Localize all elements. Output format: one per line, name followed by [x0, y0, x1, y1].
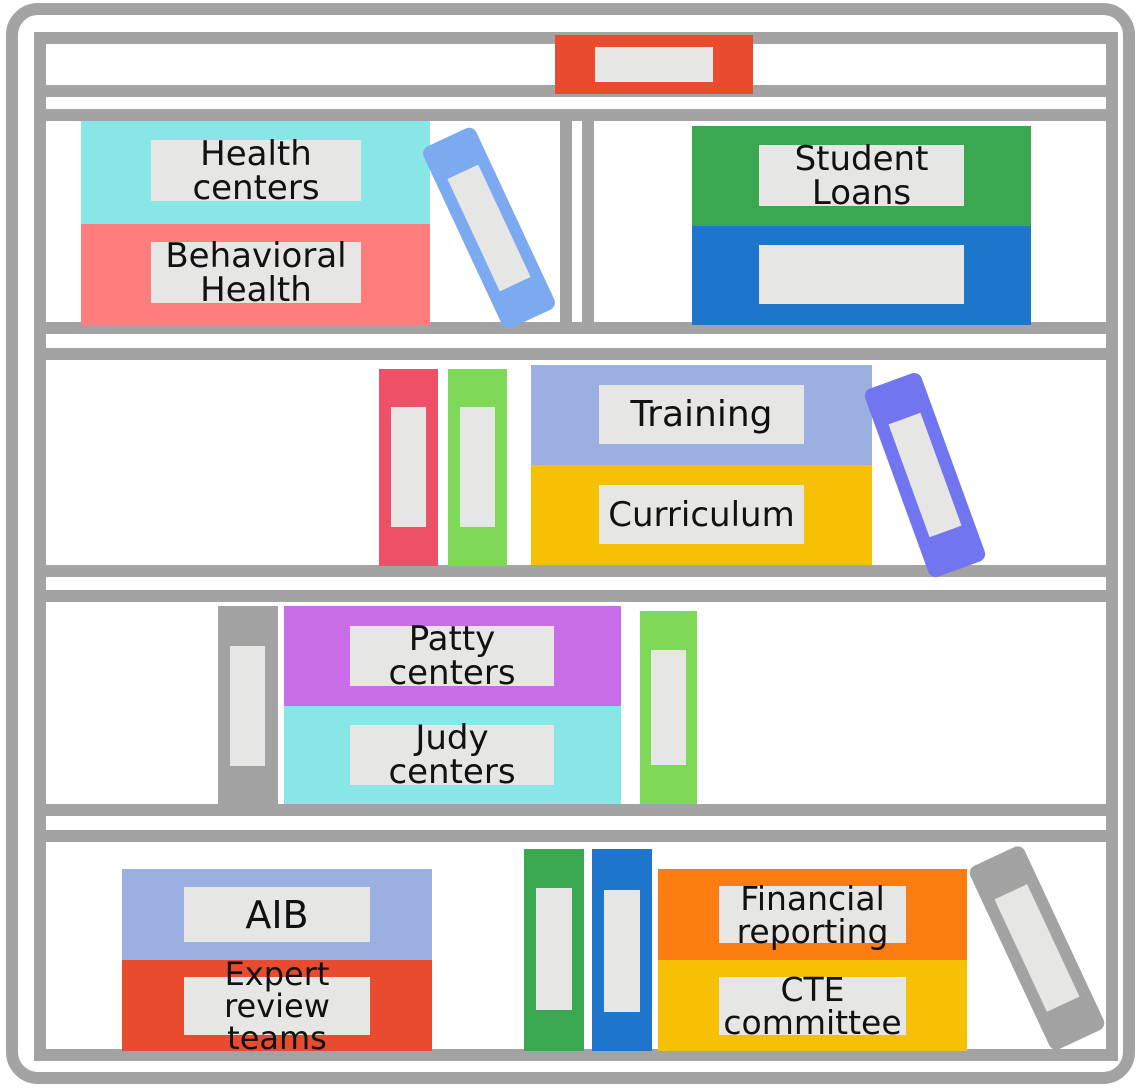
label-health-centers: Health centers [151, 137, 361, 205]
binder-leaning-gray [969, 846, 1105, 1050]
shelf-divider-right [582, 115, 594, 328]
label-financial-reporting: Financial reporting [719, 882, 906, 948]
label-behavioral-health: Behavioral Health [151, 239, 361, 307]
binder-pink-spine-label [391, 407, 426, 527]
shelf-boards [40, 85, 1112, 842]
shelf-board-4b [40, 830, 1112, 842]
binder-green-spine-row3-label [651, 650, 686, 765]
binder-top-red-label [595, 47, 713, 82]
binder-gray-spine-label [230, 646, 265, 766]
label-curriculum: Curriculum [599, 485, 804, 544]
binder-leaning-purple-label [888, 412, 962, 538]
binder-blue-spine-bottom-label [604, 890, 640, 1012]
shelf-outer-frame [6, 3, 1135, 1084]
binder-leaning-gray-label [994, 884, 1080, 1012]
label-student-loans: Student Loans [759, 142, 964, 210]
label-cte-committee: CTE committee [719, 973, 906, 1039]
shelf-board-3b [40, 590, 1112, 602]
label-patty-centers: Patty centers [350, 622, 554, 690]
shelf-board-4a [40, 804, 1112, 816]
shelf-divider-left [560, 115, 572, 328]
binder-green-spine-mid-label [460, 407, 495, 527]
label-judy-centers: Judy centers [350, 721, 554, 789]
binder-blue-blank-label [759, 245, 964, 304]
shelf-board-1b [40, 109, 1112, 121]
label-aib: AIB [184, 887, 370, 942]
binder-green-spine-bottom-label [536, 888, 572, 1010]
shelf-board-2b [40, 348, 1112, 360]
shelf-board-3a [40, 565, 1112, 577]
label-expert-review-teams: Expert review teams [184, 958, 370, 1054]
label-training: Training [599, 385, 804, 444]
binder-leaning-blue [423, 127, 555, 329]
binder-leaning-purple [864, 373, 986, 577]
binder-leaning-blue-label [447, 164, 531, 292]
